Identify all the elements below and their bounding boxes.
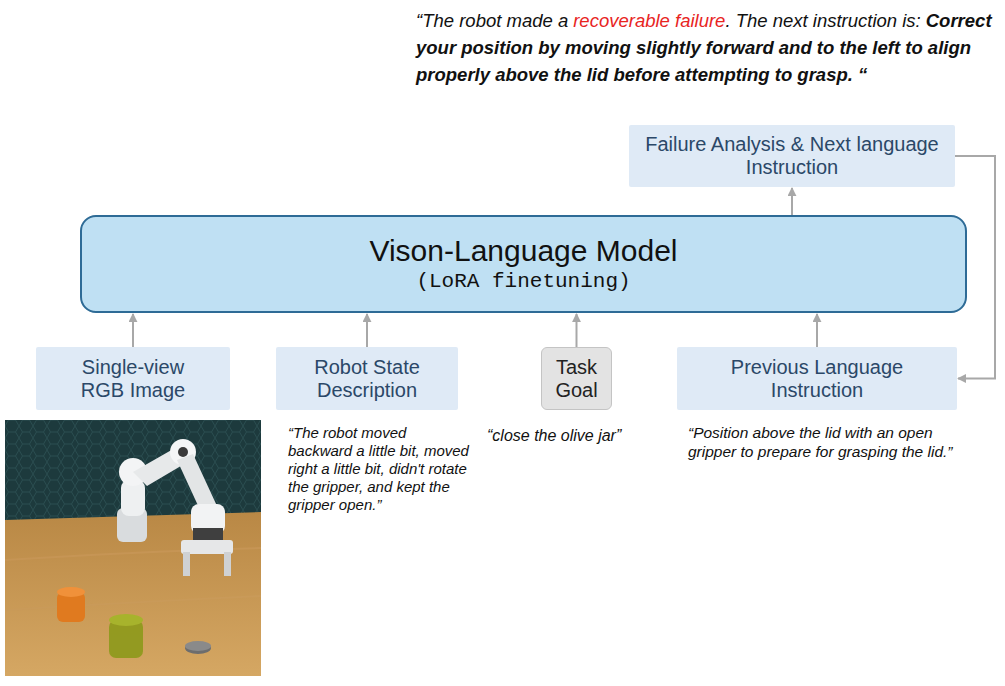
goal-box: Task Goal xyxy=(541,347,612,410)
model-title: Vison-Language Model xyxy=(369,234,677,269)
box-label: Task Goal xyxy=(546,356,607,402)
input-box: Single-view RGB Image xyxy=(36,347,230,410)
flow-arrow xyxy=(576,314,578,347)
flow-arrow xyxy=(366,314,368,347)
box-label: Previous Language Instruction xyxy=(717,356,917,402)
quote-text: “The robot made a xyxy=(416,10,568,31)
box-label: Robot State Description xyxy=(288,356,446,402)
model-box: Vison-Language Model(LoRA finetuning) xyxy=(80,215,967,313)
failure-highlight: recoverable failure xyxy=(573,10,725,31)
flow-arrow xyxy=(132,314,134,347)
quote-text: . The next instruction is: xyxy=(725,10,920,31)
input-box: Robot State Description xyxy=(276,347,458,410)
model-subtitle: (LoRA finetuning) xyxy=(416,270,630,294)
input-box: Previous Language Instruction xyxy=(677,347,957,410)
box-label: Failure Analysis & Next language Instruc… xyxy=(643,133,941,179)
output-quote: “The robot made arecoverable failure. Th… xyxy=(416,8,992,88)
goal-quote: “close the olive jar” xyxy=(487,426,667,445)
flow-arrow xyxy=(791,188,793,215)
flow-arrow xyxy=(816,314,818,347)
state-quote: “The robot moved backward a little bit, … xyxy=(288,424,474,514)
output-box: Failure Analysis & Next language Instruc… xyxy=(629,125,955,187)
box-label: Single-view RGB Image xyxy=(66,356,200,402)
instruction-quote: “Position above the lid with an open gri… xyxy=(688,424,970,461)
robot-scene-image xyxy=(5,420,261,676)
